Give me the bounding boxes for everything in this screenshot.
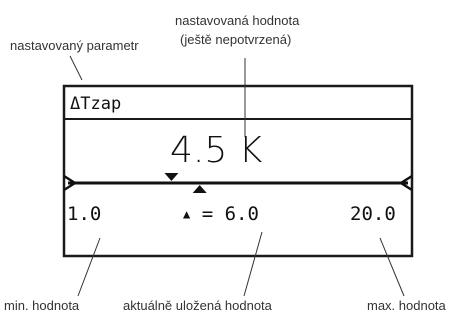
- parameter-header: ΔTzap: [70, 93, 121, 115]
- min-value: 1.0: [67, 203, 102, 225]
- max-callout: max. hodnota: [367, 298, 446, 313]
- max-leader-line: [379, 237, 405, 297]
- min-callout: min. hodnota: [4, 298, 80, 313]
- parameter-name: Tzap: [80, 94, 122, 114]
- delta-icon: Δ: [70, 94, 81, 114]
- param-leader-line: [69, 55, 83, 81]
- stored-value-marker-icon: [192, 185, 207, 193]
- stored-callout: aktuálně uložená hodnota: [123, 298, 272, 313]
- stored-value: ▲ = 6.0: [183, 202, 259, 226]
- stored-leader-line: [243, 231, 263, 297]
- value-callout-line1: nastavovaná hodnota: [175, 13, 300, 28]
- max-value: 20.0: [350, 203, 396, 225]
- scale-left-cap-icon: [63, 174, 78, 192]
- current-value: 4.5 K: [170, 130, 263, 171]
- display-frame: [62, 84, 414, 258]
- current-value-marker-icon: [164, 173, 179, 181]
- min-leader-line: [77, 237, 101, 297]
- stored-marker-icon: ▲: [183, 207, 191, 221]
- stored-value-text: = 6.0: [201, 203, 259, 225]
- scale-right-cap-icon: [398, 174, 413, 192]
- value-callout-line2: (ještě nepotvrzená): [180, 32, 292, 47]
- param-callout: nastavovaný parametr: [10, 38, 139, 53]
